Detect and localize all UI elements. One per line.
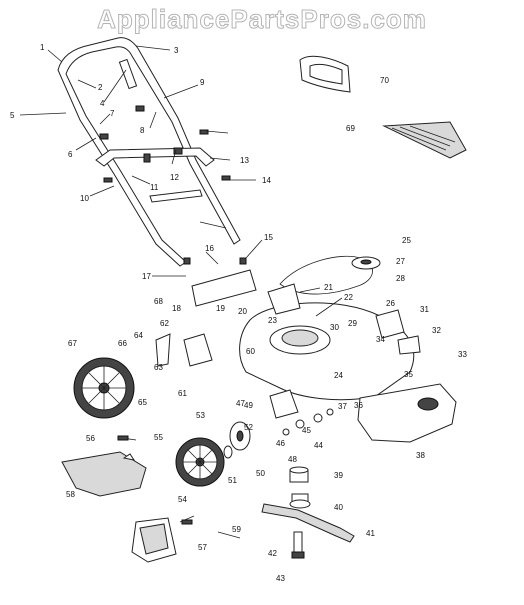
callout: 44 bbox=[314, 441, 323, 450]
callout: 54 bbox=[178, 495, 187, 504]
callout: 53 bbox=[196, 411, 205, 420]
handle-lower bbox=[95, 58, 215, 203]
callout: 1 bbox=[40, 43, 45, 52]
callout: 19 bbox=[216, 304, 225, 313]
callout: 55 bbox=[154, 433, 163, 442]
wheel-gear bbox=[223, 421, 251, 459]
mower-deck bbox=[239, 283, 415, 401]
callout: 26 bbox=[386, 299, 395, 308]
callout: 17 bbox=[142, 272, 151, 281]
mower-blade bbox=[261, 503, 355, 543]
callout: 4 bbox=[100, 99, 105, 108]
callout: 12 bbox=[170, 173, 179, 182]
callout: 9 bbox=[200, 78, 205, 87]
callout: 41 bbox=[366, 529, 375, 538]
callout: 28 bbox=[396, 274, 405, 283]
rear-shield bbox=[299, 55, 351, 93]
callout: 5 bbox=[10, 111, 15, 120]
callout: 35 bbox=[404, 370, 413, 379]
leader-lines bbox=[19, 45, 343, 317]
callout: 39 bbox=[334, 471, 343, 480]
callout: 47 bbox=[236, 399, 245, 408]
callout: 65 bbox=[138, 398, 147, 407]
callout: 25 bbox=[402, 236, 411, 245]
callout: 15 bbox=[264, 233, 273, 242]
callout: 24 bbox=[334, 371, 343, 380]
callout: 10 bbox=[80, 194, 89, 203]
grass-catcher bbox=[61, 451, 147, 497]
front-brackets bbox=[269, 389, 334, 436]
callout: 60 bbox=[246, 347, 255, 356]
callout: 14 bbox=[262, 176, 271, 185]
callout: 34 bbox=[376, 335, 385, 344]
handle-upper bbox=[57, 37, 241, 267]
callout: 36 bbox=[354, 401, 363, 410]
springs-and-rods bbox=[117, 435, 241, 539]
callout: 68 bbox=[154, 297, 163, 306]
callout: 16 bbox=[205, 244, 214, 253]
callout: 37 bbox=[338, 402, 347, 411]
callout: 45 bbox=[302, 426, 311, 435]
callout: 8 bbox=[140, 126, 145, 135]
front-wheel bbox=[175, 437, 225, 487]
callout: 21 bbox=[324, 283, 333, 292]
callout: 33 bbox=[458, 350, 467, 359]
callout: 20 bbox=[238, 307, 247, 316]
callout: 64 bbox=[134, 331, 143, 340]
callout: 61 bbox=[178, 389, 187, 398]
callout: 6 bbox=[68, 150, 73, 159]
callout: 13 bbox=[240, 156, 249, 165]
blade-bolt bbox=[291, 531, 305, 559]
callout: 38 bbox=[416, 451, 425, 460]
callout: 69 bbox=[346, 124, 355, 133]
side-discharge-deflector bbox=[382, 121, 467, 159]
mulch-plug bbox=[131, 517, 177, 563]
callout: 49 bbox=[244, 401, 253, 410]
callout: 18 bbox=[172, 304, 181, 313]
callout: 2 bbox=[98, 83, 103, 92]
callout: 46 bbox=[276, 439, 285, 448]
rear-wheel-left bbox=[73, 357, 135, 419]
small-hardware bbox=[99, 105, 247, 265]
watermark: AppliancePartsPros.com bbox=[97, 4, 427, 35]
callout: 7 bbox=[110, 109, 115, 118]
callout: 51 bbox=[228, 476, 237, 485]
callout: 62 bbox=[160, 319, 169, 328]
callout: 31 bbox=[420, 305, 429, 314]
callout: 52 bbox=[244, 423, 253, 432]
callout: 40 bbox=[334, 503, 343, 512]
callout: 66 bbox=[118, 339, 127, 348]
callout: 58 bbox=[66, 490, 75, 499]
rear-flap bbox=[191, 269, 257, 307]
callout: 59 bbox=[232, 525, 241, 534]
callout: 56 bbox=[86, 434, 95, 443]
callout: 67 bbox=[68, 339, 77, 348]
callout: 32 bbox=[432, 326, 441, 335]
blade-adapter bbox=[289, 466, 311, 509]
callout: 42 bbox=[268, 549, 277, 558]
cable-bracket bbox=[118, 58, 138, 90]
callout: 3 bbox=[174, 46, 179, 55]
callout-labels: 1 2 3 4 5 6 7 8 9 10 11 12 13 14 15 16 1… bbox=[10, 43, 467, 583]
height-adjuster-rear bbox=[155, 333, 213, 367]
callout: 70 bbox=[380, 76, 389, 85]
callout: 11 bbox=[150, 183, 159, 192]
callout: 57 bbox=[198, 543, 207, 552]
callout: 50 bbox=[256, 469, 265, 478]
deck-skirt bbox=[357, 383, 457, 443]
callout: 22 bbox=[344, 293, 353, 302]
callout: 23 bbox=[268, 316, 277, 325]
callout: 48 bbox=[288, 455, 297, 464]
height-adjuster-front bbox=[375, 309, 421, 355]
callout: 27 bbox=[396, 257, 405, 266]
callout: 29 bbox=[348, 319, 357, 328]
callout: 30 bbox=[330, 323, 339, 332]
drive-belt bbox=[279, 255, 381, 295]
callout: 63 bbox=[154, 363, 163, 372]
callout: 43 bbox=[276, 574, 285, 583]
